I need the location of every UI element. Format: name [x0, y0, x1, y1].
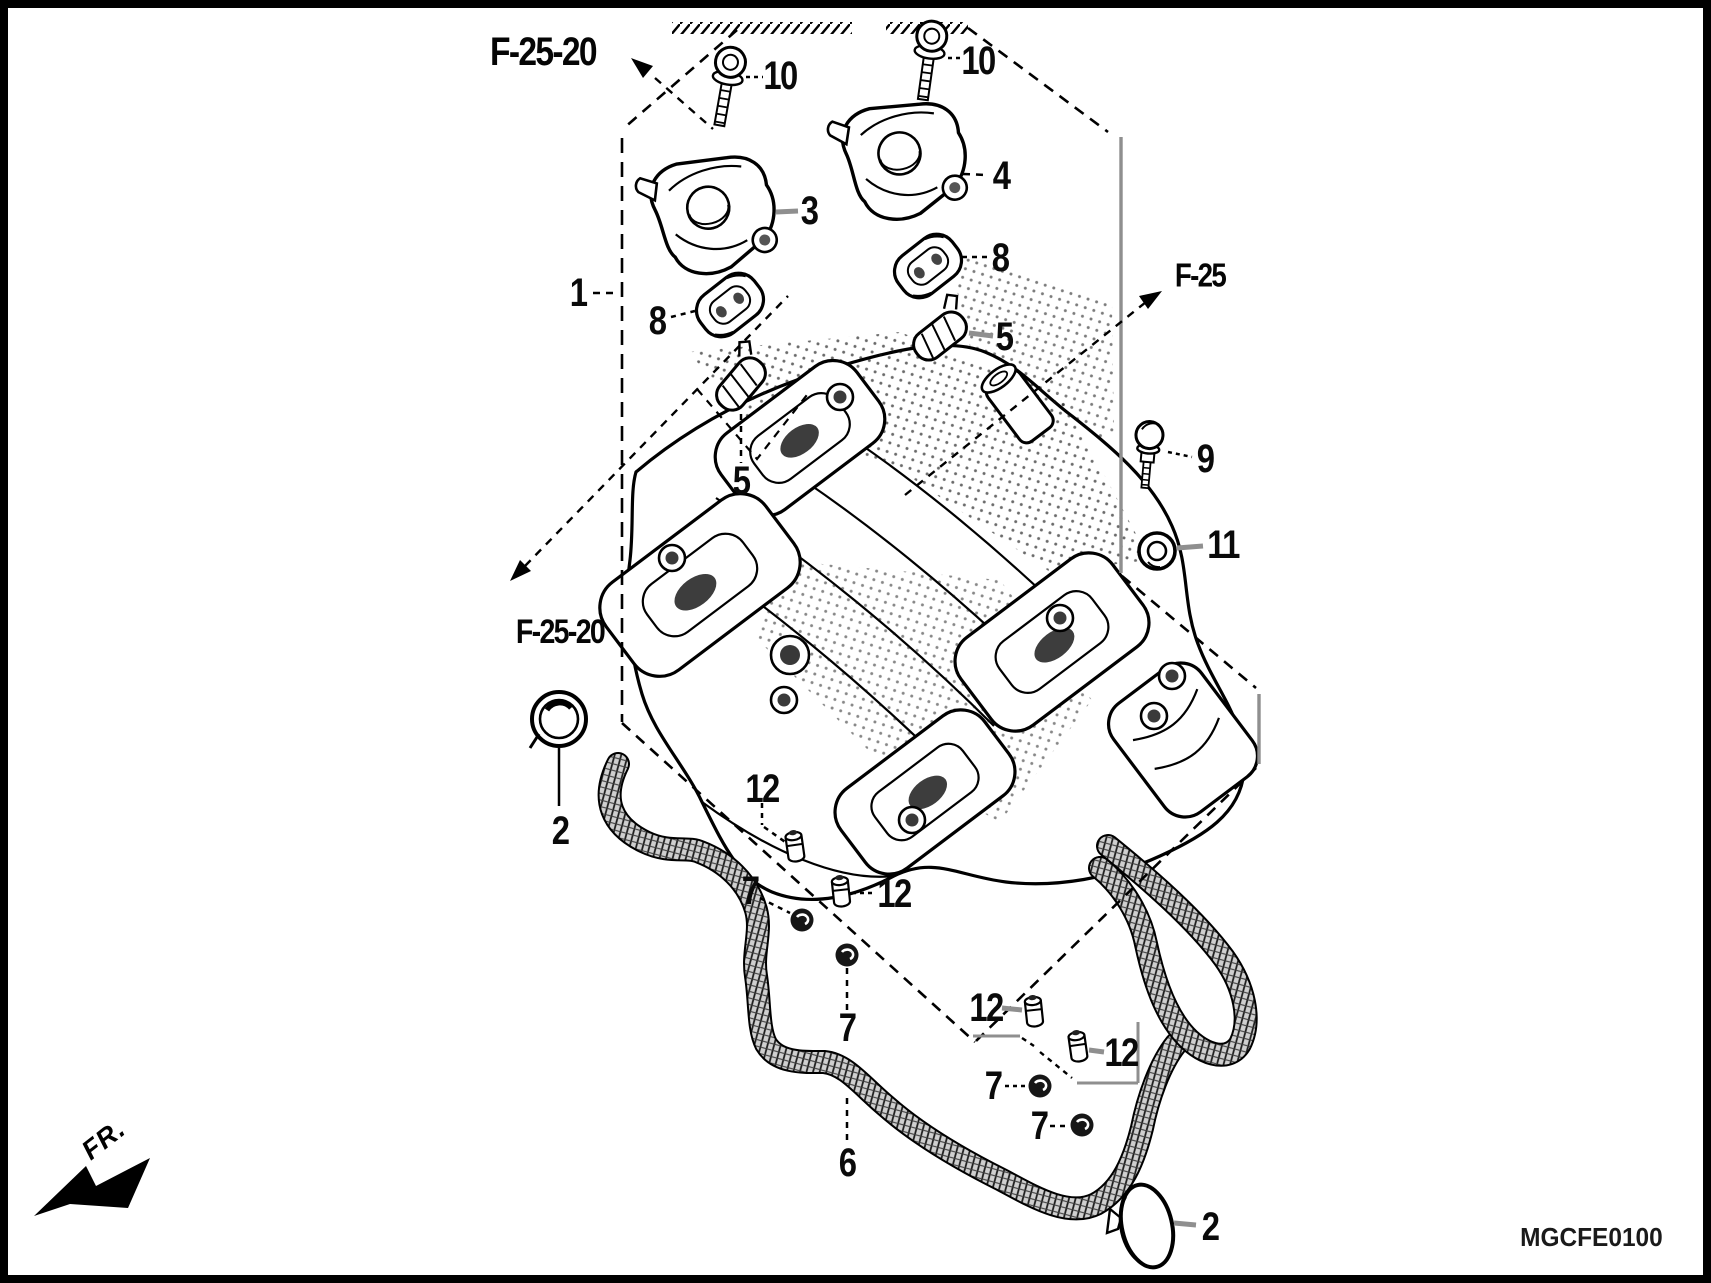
callout-8: 8	[991, 236, 1010, 280]
callout-3: 3	[800, 189, 819, 233]
callout-5: 5	[995, 315, 1014, 359]
callout-9: 9	[1196, 437, 1215, 481]
ref-label-f-25-20-mid: F-25-20	[515, 613, 606, 651]
breather-stub	[980, 363, 1055, 445]
callout-8: 8	[648, 299, 667, 343]
callout-7: 7	[741, 869, 760, 913]
hatched-boundary-top-left	[672, 22, 852, 34]
callout-12: 12	[1104, 1031, 1139, 1075]
arrow-f-25-20-top	[631, 58, 653, 78]
callout-10: 10	[961, 39, 996, 83]
leader-lines	[557, 56, 1204, 1228]
callout-6: 6	[838, 1141, 857, 1185]
head-cover-gasket	[597, 752, 1258, 1221]
callout-12: 12	[877, 872, 912, 916]
ref-label-f-25: F-25	[1174, 256, 1227, 294]
fr-direction-arrow	[34, 1158, 150, 1216]
diagram-part-code: MGCFE0100	[1520, 1222, 1663, 1252]
reference-arrows	[510, 58, 1162, 581]
fr-direction-label: FR.	[76, 1113, 132, 1166]
callout-7: 7	[838, 1006, 857, 1050]
callout-5: 5	[732, 459, 751, 503]
callout-1: 1	[569, 271, 588, 315]
group-boundary-lines	[620, 22, 1261, 1043]
callout-4: 4	[992, 154, 1011, 198]
arrow-f-25	[1139, 291, 1162, 309]
callout-10: 10	[763, 54, 798, 98]
callout-11: 11	[1207, 523, 1240, 567]
callout-7: 7	[984, 1064, 1003, 1108]
callout-7: 7	[1030, 1104, 1049, 1148]
callout-2: 2	[551, 809, 570, 853]
arrow-f-25-20-mid	[510, 560, 531, 581]
callout-2: 2	[1201, 1205, 1220, 1249]
ref-label-f-25-20-top: F-25-20	[490, 30, 598, 74]
callout-12: 12	[969, 986, 1004, 1030]
callout-12: 12	[745, 767, 780, 811]
cam-towers	[598, 358, 1260, 876]
